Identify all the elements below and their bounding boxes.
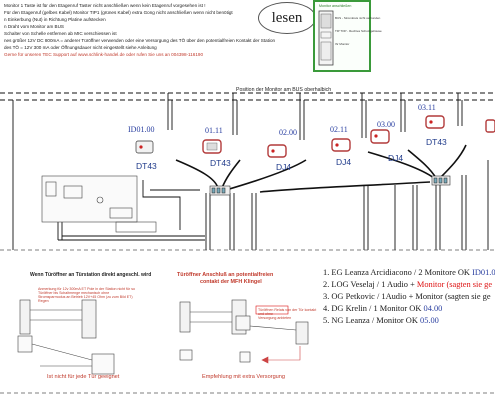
- legend-item: 1. EG Leanza Arcidiacono / 2 Monitore OK…: [323, 268, 495, 277]
- mini-monitor-icon: [318, 10, 334, 66]
- header-note: n Einkerbung (Nut) in Richtung Platine a…: [4, 17, 106, 22]
- legend-item-extra: Monitor (sagten sie ge: [416, 280, 493, 289]
- bottom-left-caption: Ist nicht für jede Tür geeignet: [47, 374, 120, 380]
- bottom-left-note: Türöffner bis Schaltmenge mechanisch ohn…: [38, 291, 110, 295]
- legend-item: 4. DG Krelin / 1 Monitor OK 04.00: [323, 304, 442, 313]
- monitor-icons: [135, 115, 495, 158]
- bottom-middle-note: Versorgung anbieten: [258, 316, 292, 320]
- green-box-line: Ihr Monitor: [335, 42, 350, 46]
- legend-item-text: 5. NG Leanza / Monitor OK: [323, 316, 420, 325]
- monitor-id: 01.11: [205, 126, 223, 135]
- header-note: des TÖ = 12V 300 mA oder Öffnungsdauer n…: [4, 45, 157, 50]
- legend-item-extra: 04.00: [423, 304, 443, 313]
- device-label: DJ4: [276, 162, 292, 172]
- bottom-middle-title-2: contakt der MFH Klingel: [200, 279, 262, 285]
- header-note: Schalter von Schelle entfernen ab MIC ve…: [4, 31, 117, 36]
- legend-item-text: 2. LOG Veselaj / 1 Audio +: [323, 280, 417, 289]
- bottom-left-note: Regen: [38, 299, 49, 303]
- bottom-middle-note: und ohne: [258, 312, 273, 316]
- header-note: Für den Etagenruf (gelbes Kabel) Monitor…: [4, 10, 233, 15]
- position-title: Position der Monitor am BUS oberhalbich: [236, 87, 332, 93]
- header-note: nes größer 12V DC 800mA = anderer Türöff…: [4, 38, 276, 43]
- device-label: DJ4: [388, 153, 404, 163]
- legend-item-text: 3. OG Petkovic / 1Audio + Monitor (sagte…: [323, 292, 491, 301]
- monitor-id: 03.11: [418, 103, 436, 112]
- green-reference-box: Monitor anschließen BUS - Stromkreis nic…: [313, 0, 382, 72]
- legend-item-extra: ID01.0: [472, 268, 495, 277]
- legend-item: 2. LOG Veselaj / 1 Audio + Monitor (sagt…: [323, 280, 492, 289]
- bottom-middle-sketch: [179, 299, 309, 364]
- bus-distributor-right: [431, 175, 451, 186]
- green-box-line: Monitor anschließen: [319, 4, 352, 8]
- door-station-board: [41, 175, 157, 233]
- bottom-middle-caption: Empfehlung mit extra Versorgung: [202, 374, 286, 380]
- device-label: DJ4: [336, 157, 352, 167]
- lesen-label: lesen: [271, 9, 303, 26]
- legend-item: 5. NG Leanza / Monitor OK 05.00: [323, 316, 439, 325]
- bottom-left-note: Anmerkung für 12v 300mA ET Pole in der S…: [38, 287, 136, 291]
- device-label: DT43: [210, 158, 231, 168]
- bottom-middle-note: Türöffnen Relais von der Tür kontakt: [258, 308, 317, 312]
- header-note: n Draht vom Monitor am BUS: [4, 24, 64, 29]
- header-note: Monitor 1 Taste ist für den Etagenruf Ta…: [4, 3, 206, 8]
- monitor-id: 02.11: [330, 125, 348, 134]
- bus-distributor-left: [209, 185, 231, 196]
- device-label: DT43: [426, 137, 447, 147]
- monitor-id: 03.00: [377, 120, 395, 129]
- green-box-line: BUS - Stromkreis nicht verbunden: [335, 16, 381, 20]
- bottom-left-note: Stromsparmodus an Betrieb 12V+45 Ohm (zu…: [38, 295, 133, 299]
- legend-item-extra: 05.00: [420, 316, 439, 325]
- legend-item: 3. OG Petkovic / 1Audio + Monitor (sagte…: [323, 292, 491, 301]
- legend-item-text: 1. EG Leanza Arcidiacono / 2 Monitore OK: [323, 268, 473, 277]
- support-note: Gerne für unseren TEC Support auf www.sc…: [4, 52, 204, 57]
- bottom-left-sketch: [17, 299, 115, 375]
- bottom-middle-title-1: Türöffner Anschluß an potentialfreien: [177, 272, 274, 278]
- legend-item-text: 4. DG Krelin / 1 Monitor OK: [323, 304, 424, 313]
- device-label: DT43: [136, 161, 157, 171]
- monitor-id: 02.00: [279, 128, 297, 137]
- monitor-id: ID01.00: [128, 125, 155, 134]
- green-box-line: TIP TOP - Rechtes Schutzgehäuse: [335, 29, 382, 33]
- bottom-left-title: Wenn Türöffner an Türstation direkt ange…: [30, 272, 152, 278]
